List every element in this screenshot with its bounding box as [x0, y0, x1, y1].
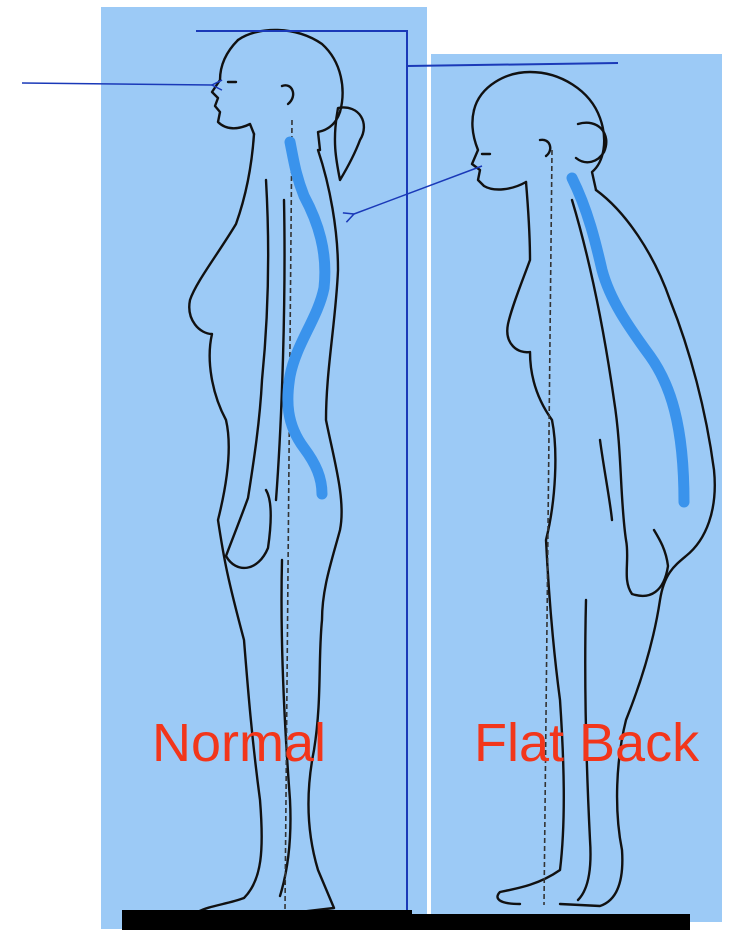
normal-panel: [101, 7, 427, 929]
normal-floor-plate: [122, 910, 412, 930]
normal-label: Normal: [152, 716, 326, 770]
flat-back-label: Flat Back: [474, 716, 699, 770]
flat-back-floor-plate: [412, 914, 690, 930]
